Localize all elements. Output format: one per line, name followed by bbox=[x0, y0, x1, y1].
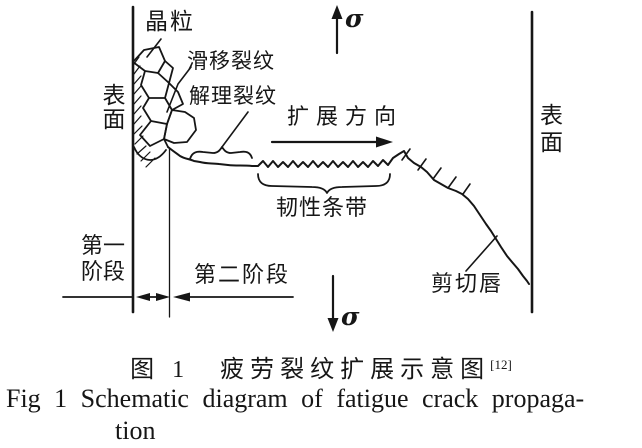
sigma-symbol-top: σ bbox=[345, 4, 364, 33]
cleavage-crack-label: 解理裂纹 bbox=[189, 84, 277, 108]
stage-gap-double-arrow bbox=[136, 293, 170, 301]
ductile-striations-label: 韧性条带 bbox=[276, 195, 369, 220]
sigma-arrow-top bbox=[331, 5, 343, 55]
shear-lip-label: 剪切唇 bbox=[431, 271, 504, 296]
caption-zh-text: 图 1 疲劳裂纹扩展示意图 bbox=[130, 357, 491, 383]
surface-label-right: 表面 bbox=[540, 103, 563, 155]
stage-two-label: 第二阶段 bbox=[194, 262, 291, 287]
cleavage-overbrace bbox=[189, 146, 253, 160]
slip-crack-leader-line bbox=[166, 66, 192, 113]
crack-path bbox=[167, 146, 530, 285]
grain-leader-line bbox=[146, 38, 162, 58]
surface-label-left: 表面 bbox=[102, 83, 126, 132]
grain-hatching bbox=[133, 56, 156, 168]
caption-en-line2: tion bbox=[115, 416, 156, 445]
striation-underbrace bbox=[257, 173, 391, 194]
grain-label: 晶粒 bbox=[145, 9, 195, 34]
sigma-symbol-bottom: σ bbox=[341, 302, 360, 331]
cleavage-crack-leader-line bbox=[221, 111, 249, 148]
propagation-direction-label: 扩展方向 bbox=[287, 104, 404, 129]
caption-zh: 图 1 疲劳裂纹扩展示意图[12] bbox=[0, 349, 642, 384]
stage-two-arrow bbox=[173, 292, 294, 302]
fatigue-crack-diagram bbox=[62, 5, 534, 332]
stage-one-label: 第一阶段 bbox=[80, 233, 125, 284]
caption-en-line1: Fig 1 Schematic diagram of fatigue crack… bbox=[6, 384, 585, 413]
shear-lip-leader-line bbox=[465, 235, 498, 272]
crack-branch-ticks bbox=[401, 148, 471, 195]
caption-reference-superscript: [12] bbox=[490, 357, 512, 372]
grain-boundaries bbox=[132, 46, 197, 161]
slip-crack-label: 滑移裂纹 bbox=[187, 49, 275, 73]
propagation-arrow bbox=[270, 136, 393, 148]
sigma-arrow-bottom bbox=[327, 274, 339, 332]
